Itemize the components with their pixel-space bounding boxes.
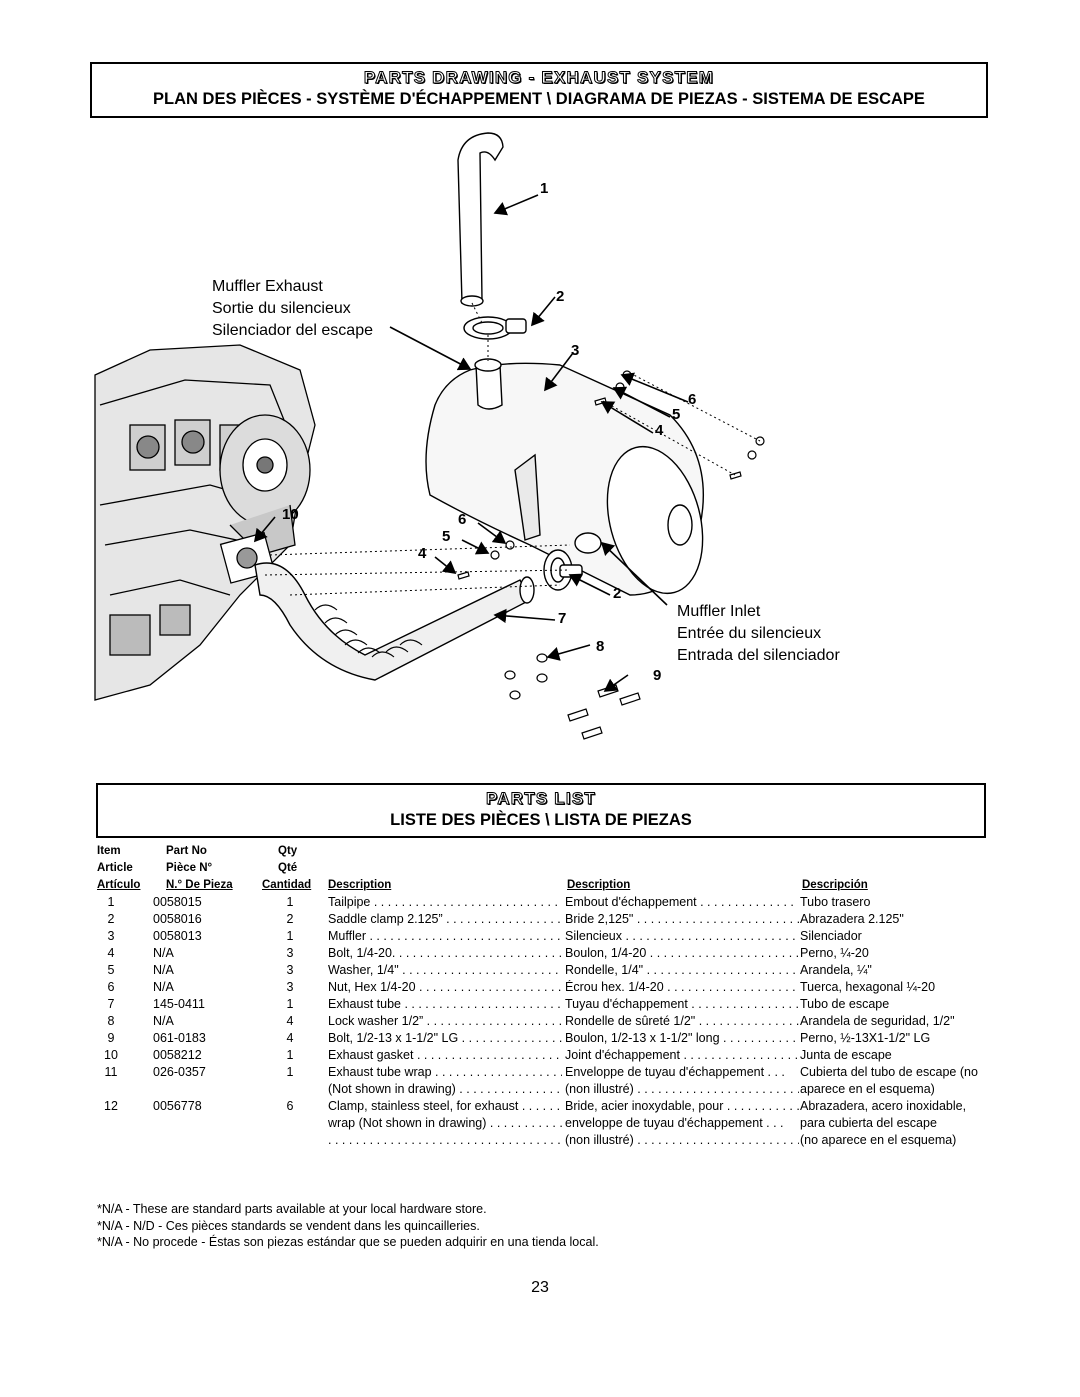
page-subtitle: PLAN DES PIÈCES - SYSTÈME D'ÉCHAPPEMENT …: [153, 90, 925, 108]
footnote-fr: *N/A - N/D - Ces pièces standards se ven…: [97, 1218, 480, 1233]
item-number: 7: [558, 610, 566, 627]
header-part-no: Part No: [166, 845, 207, 857]
table-row: (Not shown in drawing) . . . . . . . . .…: [328, 1082, 935, 1096]
table-row: 8 N/A 4 Lock washer 1/2” . . . . . . . .…: [107, 1014, 955, 1028]
footnotes: *N/A - These are standard parts availabl…: [97, 1201, 599, 1251]
header-description-en: Description: [328, 879, 392, 891]
table-row: 12 0056778 6 Clamp, stainless steel, for…: [104, 1099, 967, 1113]
bolts: [567, 684, 641, 740]
header-articulo: Artículo: [97, 879, 141, 891]
table-row: 7 145-0411 1 Exhaust tube . . . . . . . …: [107, 997, 890, 1011]
muffler-inlet-callout: Muffler Inlet Entrée du silencieux Entra…: [677, 603, 840, 664]
footnote-es: *N/A - No procede - Éstas son piezas est…: [97, 1235, 599, 1249]
page-title: PARTS DRAWING - EXHAUST SYSTEM: [363, 68, 715, 88]
item-number: 10: [282, 506, 299, 523]
table-row: 10 0058212 1 Exhaust gasket . . . . . . …: [104, 1048, 892, 1062]
header-qte: Qté: [278, 862, 298, 874]
header-descripcion-es: Descripción: [802, 879, 868, 891]
item-number: 6: [458, 511, 466, 528]
header-cantidad: Cantidad: [262, 879, 312, 891]
table-row: 6 N/A 3 Nut, Hex 1/4-20 . . . . . . . . …: [107, 980, 936, 994]
table-row: 3 0058013 1 Muffler . . . . . . . . . . …: [107, 929, 862, 943]
item-number: 9: [653, 667, 661, 684]
item-number: 8: [596, 638, 604, 655]
item-number: 2: [613, 585, 621, 602]
table-row: 1 0058015 1 Tailpipe . . . . . . . . . .…: [107, 895, 871, 909]
top-clamp: [463, 316, 527, 340]
header-piece-no: Pièce N°: [166, 862, 213, 874]
table-row: 2 0058016 2 Saddle clamp 2.125” . . . . …: [107, 912, 904, 926]
table-row: . . . . . . . . . . . . . . . . . . . . …: [328, 1133, 957, 1147]
item-number: 5: [672, 406, 680, 423]
item-number: 1: [540, 180, 548, 197]
table-row: 9 061-0183 4 Bolt, 1/2-13 x 1-1/2" LG . …: [107, 1031, 931, 1045]
muffler-exhaust-callout: Muffler Exhaust Sortie du silencieux Sil…: [212, 278, 373, 339]
table-row: wrap (Not shown in drawing) . . . . . . …: [328, 1116, 937, 1130]
exhaust-tube: [254, 562, 535, 681]
item-number: 3: [571, 342, 579, 359]
header-description-fr: Description: [567, 879, 631, 891]
item-number: 2: [556, 288, 564, 305]
header-numero-pieza: N.° De Pieza: [166, 879, 233, 891]
item-number: 4: [418, 545, 427, 562]
parts-list-subtitle: LISTE DES PIÈCES \ LISTA DE PIEZAS: [390, 811, 692, 829]
header-item: Item: [97, 845, 121, 857]
hardware-lower: [457, 540, 515, 580]
exhaust-system-drawing: 1 2 3 6 5 4 10 6 5 4 2 7 8 9: [94, 132, 765, 740]
parts-list-title-box: PARTS LIST LISTE DES PIÈCES \ LISTA DE P…: [96, 783, 986, 838]
table-row: 5 N/A 3 Washer, 1/4" . . . . . . . . . .…: [107, 963, 872, 977]
tailpipe: [457, 132, 504, 307]
table-row: 11 026-0357 1 Exhaust tube wrap . . . . …: [104, 1065, 978, 1079]
item-number: 5: [442, 528, 450, 545]
engine-block: [94, 344, 316, 701]
item-number: 6: [688, 391, 696, 408]
lock-washers: [504, 653, 548, 700]
footnote-en: *N/A - These are standard parts availabl…: [97, 1202, 487, 1216]
header-qty: Qty: [278, 845, 298, 857]
parts-list-title: PARTS LIST: [486, 789, 596, 809]
table-row: 4 N/A 3 Bolt, 1/4-20. . . . . . . . . . …: [107, 946, 869, 960]
page-title-box: PARTS DRAWING - EXHAUST SYSTEM PLAN DES …: [90, 62, 988, 118]
header-article: Article: [97, 862, 133, 874]
page-number: 23: [531, 1279, 549, 1296]
item-number: 4: [655, 422, 664, 439]
